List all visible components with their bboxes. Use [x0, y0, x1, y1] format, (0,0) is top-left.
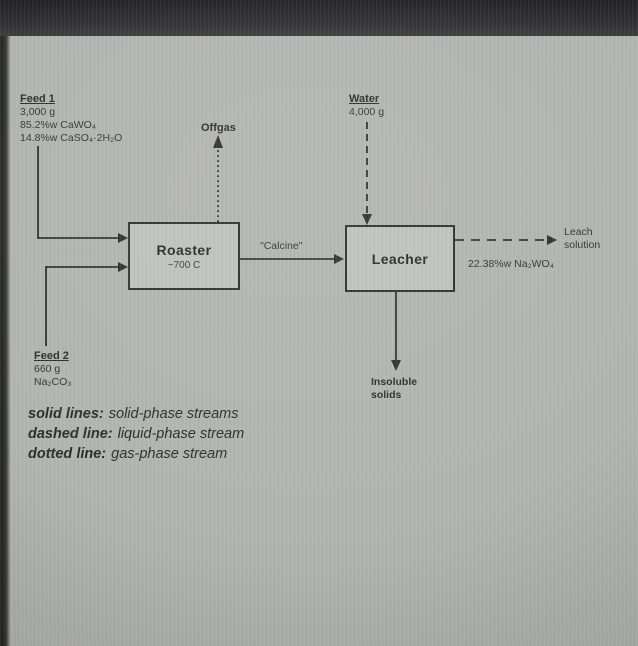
insoluble-solids-label-block: Insoluble solids	[371, 376, 417, 402]
feed2-arrow-line	[45, 266, 118, 346]
line-style-legend: solid lines:solid-phase streams dashed l…	[28, 404, 244, 464]
feed1-composition-1: 85.2%w CaWO₄	[20, 119, 97, 131]
water-arrowhead	[362, 214, 372, 225]
legend-solid-desc: solid-phase streams	[108, 406, 239, 422]
legend-dashed-term: dashed line:	[28, 426, 113, 442]
legend-dotted-term: dotted line:	[28, 446, 107, 462]
feed1-composition-2: 14.8%w CaSO₄·2H₂O	[20, 132, 123, 144]
roaster-temperature: ~700 C	[167, 259, 201, 271]
water-title: Water	[349, 93, 380, 105]
feed2-title: Feed 2	[34, 350, 69, 362]
leach-solution-line1: Leach	[564, 226, 593, 238]
feed2-amount: 660 g	[34, 363, 61, 375]
offgas-arrowhead	[213, 135, 223, 148]
leach-solution-label-block: Leach solution	[564, 226, 600, 252]
legend-solid-lines: solid lines:solid-phase streams	[28, 404, 244, 424]
feed1-amount: 3,000 g	[20, 106, 56, 118]
roaster-unit-box: Roaster ~700 C	[128, 222, 240, 290]
legend-dotted-line: dotted line:gas-phase stream	[28, 444, 244, 464]
leach-solution-line2: solution	[564, 239, 601, 251]
insoluble-line1: Insoluble	[371, 376, 418, 388]
leach-solution-composition: 22.38%w Na₂WO₄	[468, 258, 554, 270]
calcine-arrowhead	[334, 254, 344, 264]
roaster-title: Roaster	[156, 241, 212, 258]
legend-dotted-desc: gas-phase stream	[111, 446, 228, 462]
feed1-title: Feed 1	[20, 93, 55, 105]
legend-dashed-line: dashed line:liquid-phase stream	[28, 424, 244, 444]
feed1-arrow-line	[37, 146, 118, 239]
dark-top-bar	[0, 0, 638, 36]
dark-left-edge	[0, 36, 10, 646]
leacher-title: Leacher	[371, 250, 429, 267]
feed1-label-block: Feed 1 3,000 g 85.2%w CaWO₄ 14.8%w CaSO₄…	[20, 92, 122, 145]
insoluble-line2: solids	[371, 389, 402, 401]
feed1-arrowhead	[118, 233, 128, 243]
water-label-block: Water 4,000 g	[349, 92, 384, 119]
leach-solution-arrowhead	[547, 235, 557, 245]
insoluble-solids-arrowhead	[391, 360, 401, 371]
feed2-composition: Na₂CO₃	[34, 376, 72, 388]
calcine-label: "Calcine"	[260, 240, 303, 252]
offgas-label: Offgas	[201, 122, 236, 134]
legend-dashed-desc: liquid-phase stream	[117, 426, 245, 442]
legend-solid-term: solid lines:	[28, 406, 104, 422]
leacher-unit-box: Leacher	[345, 225, 455, 292]
feed2-label-block: Feed 2 660 g Na₂CO₃	[34, 349, 72, 389]
water-amount: 4,000 g	[349, 106, 385, 118]
feed2-arrowhead	[118, 262, 128, 272]
